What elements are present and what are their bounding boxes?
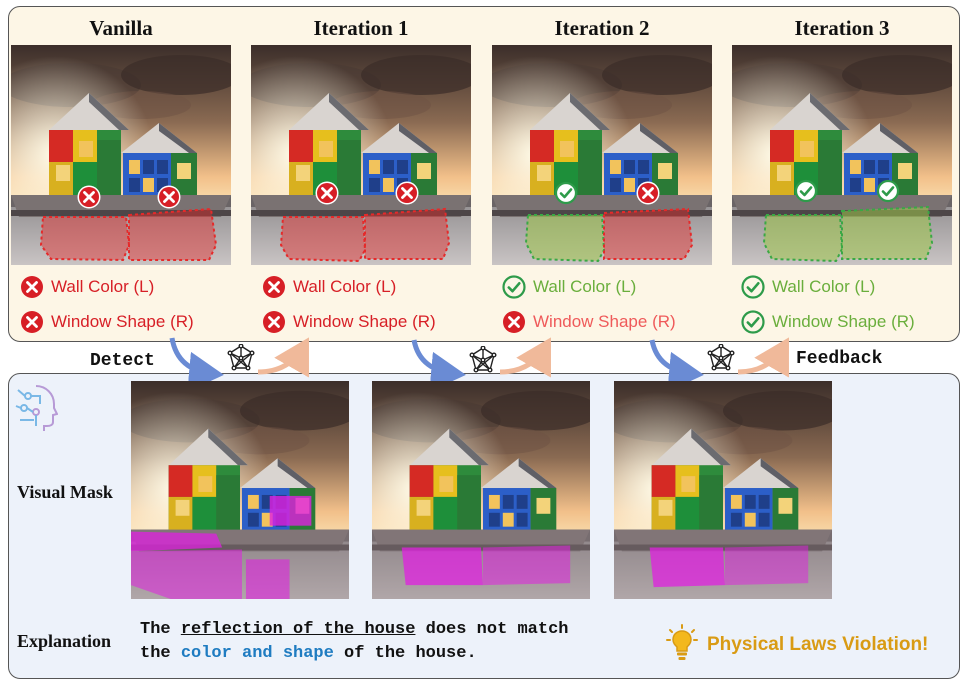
status-wall-iteration-2: Wall Color (L) (502, 275, 636, 299)
mask-image-2 (372, 381, 590, 599)
ai-head-icon (15, 385, 58, 431)
feedback-label: Feedback (796, 349, 883, 369)
visual-mask-label: Visual Mask (17, 482, 113, 502)
explanation-label: Explanation (17, 631, 112, 651)
network-icon (707, 344, 735, 371)
column-title-iteration-2: Iteration 2 (554, 16, 650, 40)
network-icon (227, 344, 255, 371)
detect-label: Detect (90, 351, 155, 371)
lightbulb-icon (666, 624, 698, 660)
column-title-iteration-1: Iteration 1 (313, 16, 409, 40)
vanilla-image (11, 45, 231, 265)
mask-image-1 (131, 381, 349, 599)
physical-laws-violation: Physical Laws Violation! (707, 634, 929, 655)
column-title-iteration-3: Iteration 3 (794, 16, 890, 40)
status-wall-iteration-1: Wall Color (L) (262, 275, 396, 299)
explanation-line-1: The reflection of the house does not mat… (140, 620, 569, 639)
network-icon (469, 346, 497, 373)
status-window-vanilla: Window Shape (R) (20, 310, 194, 334)
explanation-line-2: the color and shape of the house. (140, 644, 477, 663)
status-wall-vanilla: Wall Color (L) (20, 275, 154, 299)
column-title-vanilla: Vanilla (89, 16, 153, 40)
status-window-iteration-2: Window Shape (R) (502, 310, 676, 334)
iteration-1-image (251, 45, 471, 265)
iteration-2-image (492, 45, 712, 265)
status-wall-iteration-3: Wall Color (L) (741, 275, 875, 299)
status-window-iteration-3: Window Shape (R) (741, 310, 915, 334)
status-window-iteration-1: Window Shape (R) (262, 310, 436, 334)
mask-image-3 (614, 381, 832, 599)
iteration-3-image (732, 45, 952, 265)
